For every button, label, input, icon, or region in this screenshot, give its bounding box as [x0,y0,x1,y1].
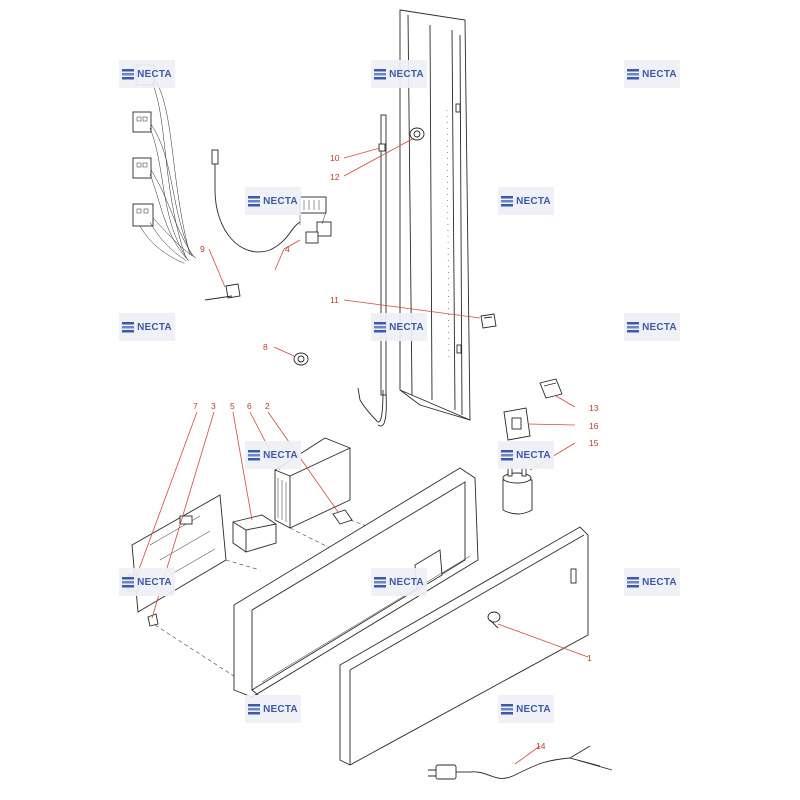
necta-logo-icon [122,577,135,588]
necta-logo-icon [627,322,640,333]
watermark-text: NECTA [516,703,551,715]
necta-watermark: NECTA [498,695,554,723]
assembly-line [349,519,373,529]
part-label-9: 9 [200,244,205,254]
necta-watermark: NECTA [498,187,554,215]
part-label-1: 1 [587,653,592,663]
watermark-text: NECTA [389,68,424,80]
necta-logo-icon [374,322,387,333]
part-label-4: 4 [285,244,290,254]
watermark-text: NECTA [642,321,677,333]
necta-watermark: NECTA [371,60,427,88]
necta-logo-icon [627,577,640,588]
assembly-line [289,527,331,549]
watermark-text: NECTA [642,68,677,80]
switch-part-13 [539,378,563,399]
necta-logo-icon [374,69,387,80]
assembly-line [154,624,241,681]
switch-part-16 [503,407,531,441]
necta-logo-icon [501,196,514,207]
part-label-8: 8 [263,342,268,352]
watermark-text: NECTA [263,703,298,715]
sensor-bar-part-10 [357,114,387,427]
necta-watermark: NECTA [245,695,301,723]
part-label-12: 12 [330,172,340,182]
watermark-text: NECTA [516,195,551,207]
front-cover-panel [339,526,589,766]
necta-logo-icon [248,450,261,461]
necta-watermark: NECTA [245,187,301,215]
watermark-text: NECTA [263,195,298,207]
part-label-7: 7 [193,401,198,411]
part-label-16: 16 [589,421,599,431]
part-label-15: 15 [589,438,599,448]
part-label-10: 10 [330,153,340,163]
clamp-part-2b [332,509,353,525]
part-label-3: 3 [211,401,216,411]
assembly-line [225,559,261,571]
wiring-harness-part-4 [132,64,332,320]
relay-part-5 [232,514,277,553]
watermark-text: NECTA [389,321,424,333]
knob-part-1 [487,611,501,629]
part-label-14: 14 [536,741,546,751]
watermark-text: NECTA [137,68,172,80]
necta-watermark: NECTA [371,313,427,341]
watermark-text: NECTA [516,449,551,461]
necta-watermark: NECTA [624,60,680,88]
necta-logo-icon [122,322,135,333]
necta-watermark: NECTA [245,441,301,469]
necta-watermark: NECTA [119,60,175,88]
necta-watermark: NECTA [624,313,680,341]
part-label-6: 6 [247,401,252,411]
necta-watermark: NECTA [371,568,427,596]
necta-watermark: NECTA [498,441,554,469]
part-label-11: 11 [330,295,339,305]
watermark-text: NECTA [137,321,172,333]
necta-logo-icon [248,704,261,715]
necta-watermark: NECTA [119,313,175,341]
power-cord-part-14 [428,745,613,780]
necta-logo-icon [627,69,640,80]
necta-logo-icon [248,196,261,207]
bushing-part-8 [293,352,309,366]
necta-watermark: NECTA [624,568,680,596]
watermark-text: NECTA [389,576,424,588]
necta-logo-icon [122,69,135,80]
watermark-text: NECTA [263,449,298,461]
harness-connectors [132,64,155,227]
necta-logo-icon [501,450,514,461]
part-label-13: 13 [589,403,599,413]
necta-watermark: NECTA [119,568,175,596]
capacitor-part-15 [502,467,533,515]
clip-part-11 [480,313,497,329]
watermark-text: NECTA [642,576,677,588]
part-label-2: 2 [265,401,270,411]
part-label-5: 5 [230,401,235,411]
component-part-3 [147,613,159,627]
necta-logo-icon [501,704,514,715]
grommet-part-12 [409,127,425,141]
watermark-text: NECTA [137,576,172,588]
necta-logo-icon [374,577,387,588]
